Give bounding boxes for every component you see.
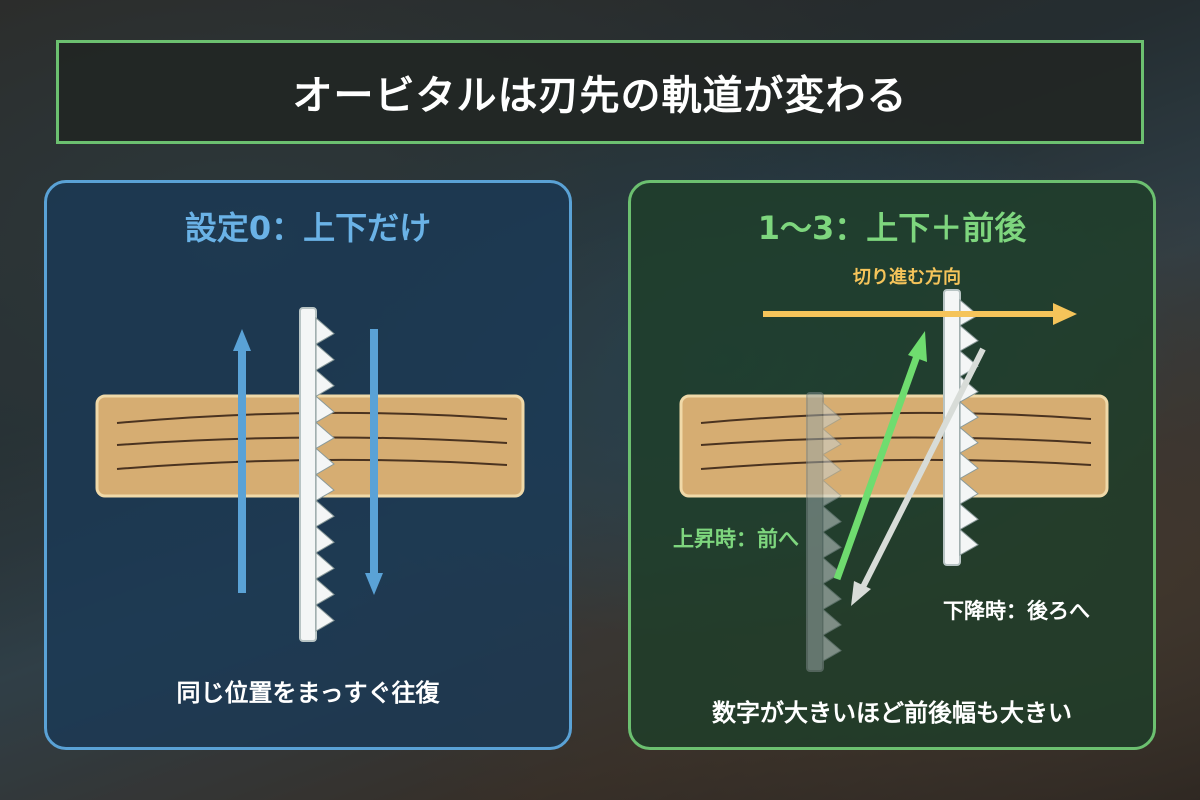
jigsaw-blade-front-position xyxy=(943,289,979,566)
blade-tooth xyxy=(822,427,842,456)
cutting-direction-label: 切り進む方向 xyxy=(853,267,961,288)
blade-tooth xyxy=(315,342,335,372)
panel-heading-right: 1〜3：上下＋前後 xyxy=(757,209,1027,247)
panel-setting-zero: 設定0：上下だけ 同じ位置をまっすぐ往復 xyxy=(44,180,572,750)
jigsaw-blade xyxy=(299,307,335,642)
blade-tooth xyxy=(959,477,979,505)
blade-tooth xyxy=(315,447,335,476)
blade-tooth xyxy=(822,634,842,662)
blade-tooth xyxy=(822,505,842,533)
blade-body xyxy=(806,392,824,672)
blade-tooth xyxy=(959,502,979,531)
blade-tooth xyxy=(315,421,335,450)
blade-tooth xyxy=(959,451,979,480)
jigsaw-blade-back-position xyxy=(806,392,842,672)
upstroke-label: 上昇時：前へ xyxy=(673,527,799,551)
title-banner: オービタルは刃先の軌道が変わる xyxy=(56,40,1144,144)
blade-tooth xyxy=(315,551,335,580)
blade-tooth xyxy=(315,525,335,554)
down-arrow xyxy=(365,329,383,595)
panel-setting-orbital: 1〜3：上下＋前後 切り進む方向 上昇時：前へ 下降時：後ろへ xyxy=(628,180,1156,750)
page-title: オービタルは刃先の軌道が変わる xyxy=(292,73,908,119)
orbital-stroke-diagram xyxy=(679,289,1109,672)
blade-tooth xyxy=(315,603,335,632)
blade-tooth xyxy=(315,316,335,345)
blade-tooth xyxy=(822,582,842,611)
wood-board xyxy=(679,394,1109,498)
cutting-direction-arrow xyxy=(763,303,1077,325)
straight-stroke-diagram xyxy=(95,307,525,642)
blade-tooth xyxy=(315,577,335,606)
blade-tooth xyxy=(822,479,842,508)
blade-tooth xyxy=(959,528,979,556)
blade-body xyxy=(299,307,317,642)
upward-forward-arrow xyxy=(833,331,927,581)
up-arrow xyxy=(233,329,251,593)
blade-tooth xyxy=(959,426,979,454)
blade-tooth xyxy=(315,473,335,502)
blade-tooth xyxy=(315,395,335,424)
blade-tooth xyxy=(822,530,842,559)
blade-tooth xyxy=(959,324,979,352)
downstroke-label: 下降時：後ろへ xyxy=(943,599,1090,623)
blade-tooth xyxy=(822,608,842,637)
caption-left: 同じ位置をまっすぐ往復 xyxy=(176,679,440,707)
blade-tooth xyxy=(822,556,842,585)
caption-right: 数字が大きいほど前後幅も大きい xyxy=(712,699,1072,727)
blade-tooth xyxy=(822,401,842,430)
blade-tooth xyxy=(822,453,842,482)
blade-tooth xyxy=(315,499,335,528)
downward-backward-arrow xyxy=(851,347,986,606)
blade-tooth xyxy=(315,369,335,398)
blade-tooth xyxy=(959,400,979,429)
panel-heading-left: 設定0：上下だけ xyxy=(184,209,432,247)
